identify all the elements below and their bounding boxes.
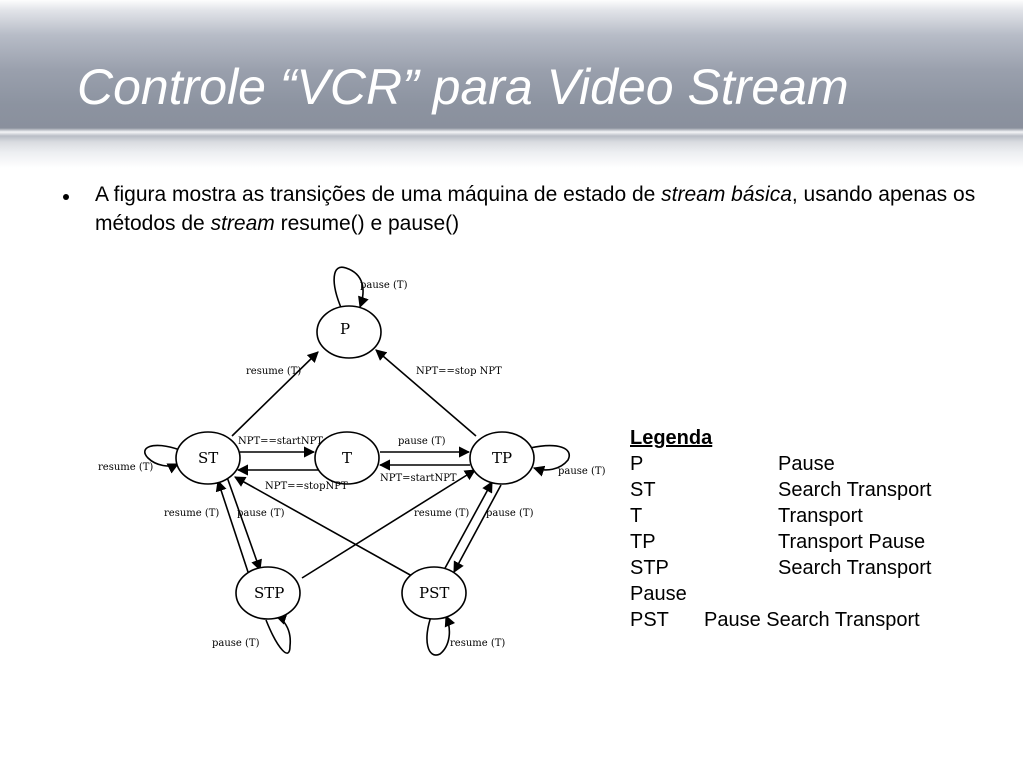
legend-abbr: T [630, 505, 643, 527]
slide-title: Controle “VCR” para Video Stream [77, 59, 849, 115]
self-loop-pst [426, 613, 456, 656]
state-pst-label: PST [419, 584, 449, 602]
state-st-label: ST [198, 449, 218, 467]
transition-label: pause (T) [398, 436, 446, 447]
state-stp-node [235, 566, 301, 620]
state-pst-node [401, 566, 467, 620]
transition-label: NPT==stopNPT [265, 481, 348, 492]
bullet-dot-icon [63, 194, 69, 200]
edge-st-to-stp [226, 476, 262, 572]
edge-pst-to-tp [443, 481, 493, 571]
legend-row: PST Pause Search Transport [630, 607, 970, 633]
bullet-text-part: A figura mostra as transições de uma máq… [95, 183, 662, 206]
legend-row: STP Search Transport [630, 555, 970, 581]
transition-label: resume (T) [164, 508, 219, 519]
transition-label: pause (T) [212, 638, 260, 649]
legend-abbr: STP [630, 557, 669, 579]
legend: Legenda P Pause ST Search Transport T Tr… [630, 425, 970, 633]
legend-meaning: Transport [778, 505, 863, 527]
legend-row: TP Transport Pause [630, 529, 970, 555]
legend-meaning: Pause Search Transport [704, 609, 920, 631]
transition-label: NPT==startNPT [238, 436, 323, 447]
transition-label: resume (T) [98, 462, 153, 473]
legend-abbr: ST [630, 479, 656, 501]
legend-row: P Pause [630, 451, 970, 477]
state-t-node [314, 431, 380, 485]
edge-stp-to-tp [301, 469, 476, 579]
state-p-label: P [340, 320, 350, 338]
legend-row: ST Search Transport [630, 477, 970, 503]
legend-meaning: Search Transport [778, 557, 932, 579]
edge-tp-to-p [375, 349, 477, 437]
state-st-node [175, 431, 241, 485]
bullet-text-part: resume() e pause() [274, 212, 460, 235]
transition-label: resume (T) [450, 638, 505, 649]
bullet-item: A figura mostra as transições de uma máq… [60, 180, 990, 238]
transition-label: NPT==stop NPT [416, 366, 502, 377]
edge-st-to-p [231, 351, 319, 437]
legend-meaning: Transport Pause [778, 531, 926, 553]
transition-label: pause (T) [558, 466, 606, 477]
transition-label: NPT=startNPT [380, 473, 457, 484]
self-loop-p [333, 266, 369, 311]
transition-label: pause (T) [237, 508, 285, 519]
legend-abbr: PST [630, 609, 669, 631]
state-tp-node [469, 431, 535, 485]
state-tp-label: TP [492, 449, 512, 467]
self-loop-stp [265, 613, 292, 654]
transition-label: resume (T) [246, 366, 301, 377]
legend-abbr: TP [630, 531, 656, 553]
state-stp-label: STP [254, 584, 284, 602]
self-loop-st [144, 444, 181, 474]
legend-row: T Transport [630, 503, 970, 529]
self-loop-tp [529, 444, 571, 477]
bullet-emphasis: stream básica [661, 183, 792, 206]
edge-pst-to-st [234, 476, 413, 577]
bullet-text-part: , usando apenas os métodos de [95, 183, 976, 235]
legend-abbr: Pause [630, 583, 687, 605]
bullet-emphasis: stream [210, 212, 275, 235]
bullet-text: A figura mostra as transições de uma máq… [95, 180, 990, 238]
legend-meaning: Pause [778, 453, 835, 475]
title-banner: Controle “VCR” para Video Stream [0, 0, 1023, 168]
legend-row: Pause [630, 581, 970, 607]
transition-label: resume (T) [414, 508, 469, 519]
edge-stp-to-st [215, 479, 249, 573]
state-t-label: T [342, 449, 352, 467]
transition-label: pause (T) [360, 280, 408, 291]
edge-tp-to-pst [453, 484, 502, 573]
legend-meaning: Search Transport [778, 479, 932, 501]
legend-abbr: P [630, 453, 644, 475]
legend-title: Legenda [630, 427, 713, 449]
state-p-node [316, 305, 382, 359]
transition-label: pause (T) [486, 508, 534, 519]
